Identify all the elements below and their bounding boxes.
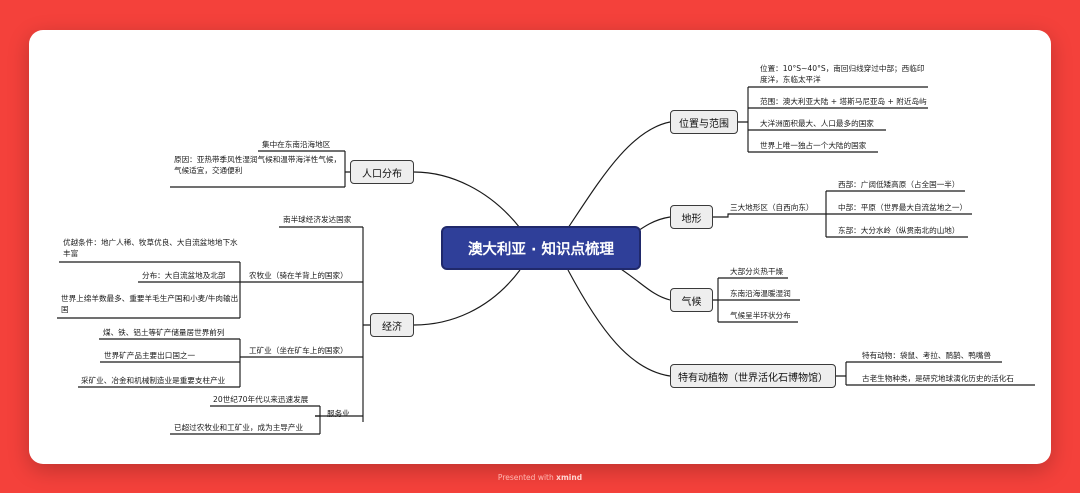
- service-dominant: 已超过农牧业和工矿业，成为主导产业: [174, 423, 304, 432]
- mining-label: 工矿业（坐在矿车上的国家）: [249, 346, 348, 355]
- location-unique: 世界上唯一独占一个大陆的国家: [760, 141, 867, 150]
- climate-humid: 东南沿海温暖湿润: [730, 289, 791, 298]
- climate-dry: 大部分炎热干燥: [730, 267, 784, 276]
- terrain-subtitle: 三大地形区（自西向东）: [730, 203, 814, 212]
- economy-developed: 南半球经济发达国家: [283, 215, 352, 224]
- branch-economy[interactable]: 经济: [370, 313, 414, 337]
- pastoral-output: 世界上绵羊数最多、重要羊毛生产国和小麦/牛肉输出国: [61, 294, 239, 314]
- terrain-central: 中部：平原（世界最大自流盆地之一）: [838, 203, 968, 212]
- branch-terrain[interactable]: 地形: [670, 205, 713, 229]
- mining-industry: 采矿业、冶金和机械制造业是重要支柱产业: [81, 376, 226, 385]
- terrain-west: 西部：广阔低矮高原（占全国一半）: [838, 180, 960, 189]
- location-range: 范围：澳大利亚大陆 + 塔斯马尼亚岛 + 附近岛屿: [760, 97, 927, 106]
- climate-ring: 气候呈半环状分布: [730, 311, 791, 320]
- mining-reserves: 煤、铁、铝土等矿产储量居世界前列: [103, 328, 225, 337]
- population-coast: 集中在东南沿海地区: [262, 140, 331, 149]
- pastoral-label: 农牧业（骑在羊背上的国家）: [249, 271, 348, 280]
- branch-location[interactable]: 位置与范围: [670, 110, 738, 134]
- location-position: 位置：10°S~40°S，南回归线穿过中部；西临印度洋，东临太平洋: [760, 64, 925, 84]
- fauna-animals: 特有动物：袋鼠、考拉、鸸鹋、鸭嘴兽: [862, 351, 992, 360]
- mining-export: 世界矿产品主要出口国之一: [104, 351, 196, 360]
- branch-fauna[interactable]: 特有动植物（世界活化石博物馆）: [670, 364, 836, 388]
- branch-population[interactable]: 人口分布: [350, 160, 414, 184]
- pastoral-distribution: 分布：大自流盆地及北部: [142, 271, 226, 280]
- population-reason: 原因：亚热带季风性湿润气候和温带海洋性气候，气候适宜，交通便利: [174, 155, 342, 175]
- footer-credit: Presented with xmind: [497, 473, 583, 482]
- terrain-east: 东部：大分水岭（纵贯南北的山地）: [838, 226, 960, 235]
- branch-climate[interactable]: 气候: [670, 288, 713, 312]
- location-largest: 大洋洲面积最大、人口最多的国家: [760, 119, 874, 128]
- central-topic[interactable]: 澳大利亚 · 知识点梳理: [441, 226, 641, 270]
- service-growth: 20世纪70年代以来迅速发展: [213, 395, 309, 404]
- pastoral-conditions: 优越条件：地广人稀、牧草优良、大自流盆地地下水丰富: [63, 238, 238, 258]
- fauna-fossils: 古老生物种类，是研究地球演化历史的活化石: [862, 374, 1014, 383]
- xmind-brand: xmind: [556, 473, 583, 482]
- service-label: 服务业: [327, 409, 350, 418]
